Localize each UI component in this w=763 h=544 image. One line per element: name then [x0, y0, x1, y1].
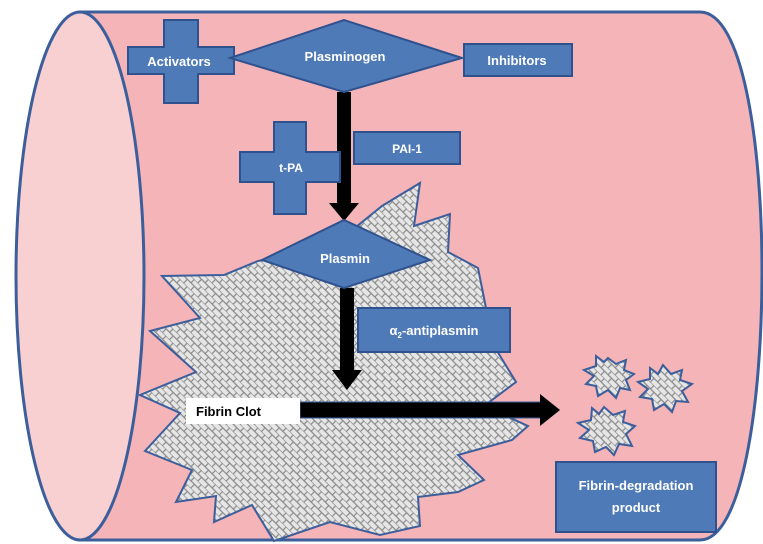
inhibitors-label: Inhibitors [487, 53, 546, 68]
antiplasmin-alpha: α [389, 323, 397, 338]
activators-label: Activators [147, 54, 211, 69]
fibrin-fragments [575, 354, 695, 457]
plasminogen-node: Plasminogen [226, 18, 466, 94]
plasmin-label: Plasmin [320, 251, 370, 266]
fragment-3 [575, 405, 637, 457]
fibrin-clot-shape [137, 181, 530, 543]
antiplasmin-node: α2-antiplasmin [357, 307, 511, 353]
fibrin-clot-label: Fibrin Clot [196, 404, 262, 419]
fragment-1 [581, 354, 637, 400]
inhibitors-node: Inhibitors [463, 43, 573, 77]
tpa-node: t-PA [239, 121, 341, 215]
plasmin-node: Plasmin [259, 218, 433, 290]
antiplasmin-subscript: 2 [397, 331, 402, 340]
fdp-label-line1: Fibrin-degradation [579, 478, 694, 493]
arrow-plasmin-to-clot [332, 288, 362, 390]
fdp-node: Fibrin-degradation product [555, 461, 717, 533]
plasminogen-label: Plasminogen [305, 49, 386, 64]
pai1-label: PAI-1 [392, 142, 422, 156]
tpa-label: t-PA [279, 161, 303, 175]
vessel-opening [14, 10, 146, 542]
fragment-2 [635, 363, 695, 414]
activators-node: Activators [127, 19, 235, 104]
pai1-node: PAI-1 [353, 131, 461, 165]
antiplasmin-label: α2-antiplasmin [389, 323, 478, 340]
fdp-label-line2: product [612, 500, 661, 515]
fibrin-clot-label-box: Fibrin Clot [186, 398, 300, 424]
antiplasmin-suffix: -antiplasmin [402, 323, 479, 338]
